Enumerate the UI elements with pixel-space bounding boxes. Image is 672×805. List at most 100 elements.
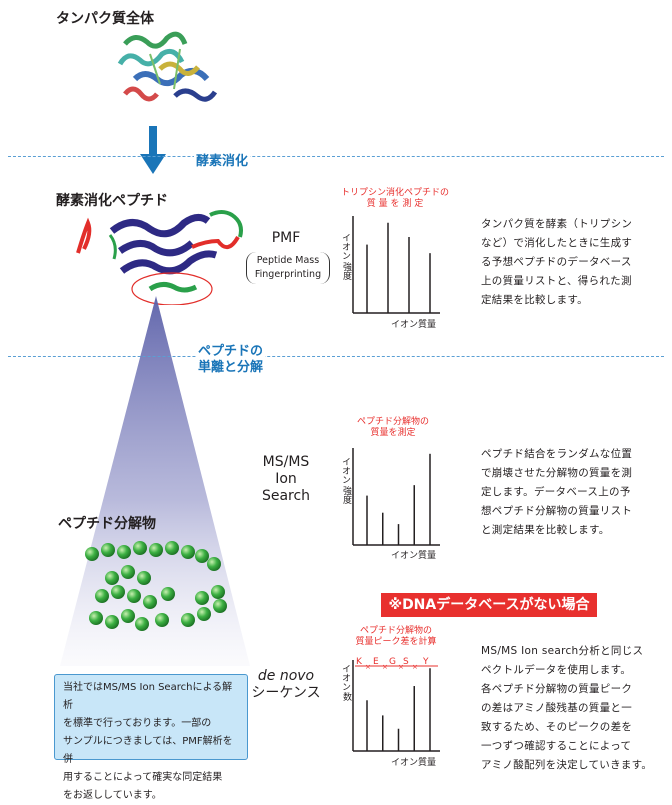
fragment-bead	[127, 589, 141, 603]
description-line: で崩壊させた分解物の質量を測	[481, 467, 633, 479]
msms-chart	[352, 448, 440, 546]
step-isolation-line2: 単離と分解	[198, 360, 264, 375]
separator-line	[8, 356, 664, 357]
fragment-bead	[211, 585, 225, 599]
fragment-bead	[155, 613, 169, 627]
residue-mark: ×	[412, 663, 418, 671]
fragment-bead	[89, 611, 103, 625]
residue-mark: ×	[398, 663, 404, 671]
step-digestion-label: 酵素消化	[194, 150, 251, 169]
msms-chart-title-line2: 質量を測定	[370, 428, 416, 438]
msms-y-axis-label-2: 強度	[341, 486, 351, 504]
fragment-bead	[105, 571, 119, 585]
pmf-name: PMF	[271, 230, 301, 246]
fragment-bead	[121, 609, 135, 623]
fragment-bead	[137, 571, 151, 585]
denovo-x-axis-label: イオン質量	[391, 758, 437, 768]
fragment-beads-image	[85, 541, 227, 631]
fragment-bead	[133, 541, 147, 555]
description-line: 一つずつ確認することによって	[481, 740, 632, 752]
description-line: 定します。データベース上の予	[481, 486, 631, 498]
pmf-chart-title: トリプシン消化ペプチドの 質 量 を 測 定	[334, 188, 456, 210]
pmf-y-axis-label-2: 強度	[341, 262, 351, 280]
description-line: MS/MS Ion search分析と同じス	[481, 645, 644, 657]
fragment-bead	[149, 543, 163, 557]
fragment-bead	[143, 595, 157, 609]
fragment-bead	[195, 591, 209, 605]
denovo-description: MS/MS Ion search分析と同じスペクトルデータを使用します。各ペプチ…	[481, 642, 667, 775]
pmf-x-axis-label: イオン質量	[391, 320, 437, 330]
pmf-chart-title-line1: トリプシン消化ペプチドの	[340, 188, 449, 198]
fragment-bead	[101, 543, 115, 557]
description-line: アミノ酸配列を決定していきます。	[481, 759, 653, 771]
denovo-y-axis-label: イオン	[340, 664, 350, 691]
pmf-description: タンパク質を酵素（トリプシンなど）で消化したときに生成する予想ペプチドのデータベ…	[481, 215, 661, 310]
description-line: ペクトルデータを使用します。	[481, 664, 632, 676]
note-line: をお返ししています。	[63, 790, 162, 801]
denovo-chart-title-line1: ペプチド分解物の	[359, 626, 432, 636]
fragment-bead	[161, 587, 175, 601]
description-line: の差はアミノ酸残基の質量と一	[481, 702, 632, 714]
description-line: 定結果を比較します。	[481, 294, 588, 306]
denovo-name-line1: de novo	[257, 668, 315, 684]
pmf-full-line1: Peptide Mass	[256, 255, 320, 266]
msms-description: ペプチド結合をランダムな位置で崩壊させた分解物の質量を測定します。データベース上…	[481, 445, 661, 540]
description-line: 各ペプチド分解物の質量ピーク	[481, 683, 633, 695]
fragment-bead	[181, 613, 195, 627]
note-line: を標準で行っております。一部の	[63, 718, 212, 729]
service-note-box: 当社ではMS/MS Ion Searchによる解析を標準で行っております。一部の…	[54, 674, 248, 801]
denovo-chart-title-line2: 質量ピーク差を計算	[355, 637, 437, 647]
residue-mark: ×	[382, 663, 388, 671]
description-line: ペプチド結合をランダムな位置	[481, 448, 633, 460]
residue-label: K	[356, 657, 363, 667]
denovo-name-line2: シーケンス	[251, 685, 321, 701]
description-line: と測定結果を比較します。	[481, 524, 610, 536]
msms-chart-title-line1: ペプチド分解物の	[356, 417, 429, 427]
separator-line	[8, 156, 664, 157]
pmf-chart	[352, 216, 440, 314]
protein-title: タンパク質全体	[56, 11, 154, 27]
fragment-bead	[207, 557, 221, 571]
residue-label: S	[403, 657, 409, 667]
pmf-ylabel-line1: イオン	[340, 233, 350, 260]
description-line: など）で消化したときに生成す	[481, 237, 633, 249]
note-line: サンプルにつきましては、PMF解析を併	[63, 736, 233, 765]
fragment-bead	[121, 565, 135, 579]
down-arrow-icon	[140, 126, 166, 174]
digest-peptides-title: 酵素消化ペプチド	[56, 193, 168, 209]
fragment-bead	[117, 545, 131, 559]
fragments-title: ペプチド分解物	[58, 516, 156, 532]
note-line: 当社ではMS/MS Ion Searchによる解析	[63, 682, 233, 711]
step-isolation-line1: ペプチドの	[198, 344, 264, 359]
fragment-bead	[197, 607, 211, 621]
fragment-bead	[165, 541, 179, 555]
residue-mark: ×	[365, 663, 371, 671]
description-line: 致するため、そのピークの差を	[481, 721, 633, 733]
pmf-chart-title-line2: 質 量 を 測 定	[366, 199, 424, 209]
denovo-chart: K×E×G×S×Y	[352, 657, 440, 752]
no-dna-database-banner: ※DNAデータベースがない場合	[381, 593, 597, 617]
msms-name: MS/MS Ion Search	[250, 454, 322, 505]
denovo-chart-title: ペプチド分解物の 質量ピーク差を計算	[344, 626, 448, 648]
denovo-y-axis-label-2: 数	[341, 692, 351, 701]
fragment-bead	[135, 617, 149, 631]
pmf-full-name: Peptide Mass Fingerprinting	[246, 252, 330, 284]
fragment-bead	[213, 599, 227, 613]
denovo-name: de novo シーケンス	[250, 668, 322, 702]
pmf-y-axis-label: イオン	[339, 233, 351, 260]
residue-label: E	[373, 657, 379, 667]
step-isolation-label: ペプチドの 単離と分解	[196, 344, 266, 376]
description-line: 想ペプチド分解物の質量リスト	[481, 505, 633, 517]
fragment-bead	[85, 547, 99, 561]
fragment-bead	[95, 589, 109, 603]
pmf-full-line2: Fingerprinting	[254, 269, 322, 280]
description-line: タンパク質を酵素（トリプシン	[481, 218, 633, 230]
msms-x-axis-label: イオン質量	[391, 551, 437, 561]
msms-chart-title: ペプチド分解物の 質量を測定	[344, 417, 442, 439]
msms-name-line2: Ion Search	[261, 471, 311, 504]
fragment-bead	[111, 585, 125, 599]
fragment-bead	[181, 545, 195, 559]
fragment-bead	[105, 615, 119, 629]
description-line: 上の質量リストと、得られた測	[481, 275, 632, 287]
fragment-bead	[195, 549, 209, 563]
